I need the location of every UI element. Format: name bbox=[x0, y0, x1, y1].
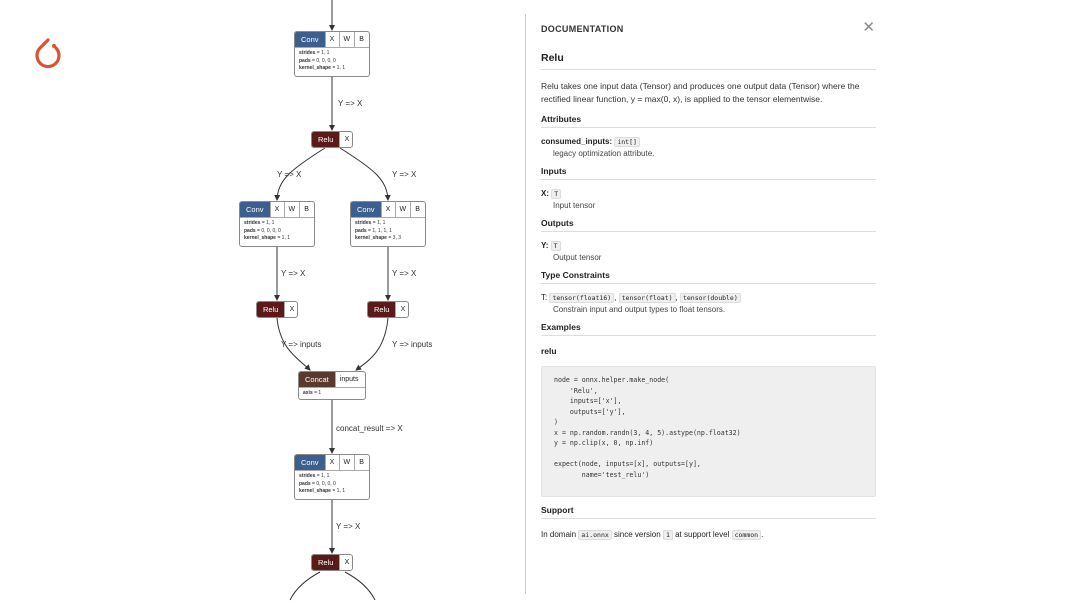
arg-label: W bbox=[338, 32, 355, 47]
attribute-description: legacy optimization attribute. bbox=[553, 149, 655, 158]
graph-edges bbox=[274, 0, 391, 601]
operator-name: Relu bbox=[541, 52, 876, 70]
type-constraint-entry: T: tensor(float16), tensor(float), tenso… bbox=[541, 293, 885, 314]
attribute-name: consumed_inputs bbox=[541, 137, 610, 146]
example-name: relu bbox=[541, 346, 557, 356]
level-tag: common bbox=[731, 530, 762, 540]
output-description: Output tensor bbox=[553, 253, 602, 262]
panel-title: DOCUMENTATION bbox=[541, 24, 624, 34]
type-tag: int[] bbox=[614, 137, 640, 147]
output-name: Y bbox=[541, 241, 546, 250]
node-attributes: strides = 1, 1 pads = 1, 1, 1, 1 kernel_… bbox=[351, 217, 425, 245]
relu-node[interactable]: Relu X bbox=[367, 301, 409, 318]
edge-label: Y => inputs bbox=[392, 340, 433, 349]
node-attributes: axis = 1 bbox=[299, 387, 365, 399]
op-label: Relu bbox=[257, 302, 285, 317]
conv-node[interactable]: Conv X W B strides = 1, 1 pads = 0, 0, 0… bbox=[239, 201, 315, 247]
relu-node[interactable]: Relu X bbox=[311, 131, 353, 148]
output-entry: Y: T Output tensor bbox=[541, 241, 885, 262]
section-heading-examples: Examples bbox=[541, 322, 876, 336]
op-label: Relu bbox=[312, 555, 340, 570]
conv-node[interactable]: Conv X W B strides = 1, 1 pads = 1, 1, 1… bbox=[350, 201, 426, 247]
type-tag: tensor(double) bbox=[679, 293, 741, 303]
type-tag: T bbox=[550, 241, 561, 251]
arg-label: X bbox=[269, 202, 284, 217]
arg-label: X bbox=[339, 555, 352, 570]
arg-label: X bbox=[324, 32, 339, 47]
arg-label: W bbox=[394, 202, 411, 217]
type-tag: T bbox=[551, 189, 562, 199]
edge-label: Y => X bbox=[281, 269, 306, 278]
op-label: Conv bbox=[351, 202, 381, 217]
edge-label: concat_result => X bbox=[336, 424, 403, 433]
input-description: Input tensor bbox=[553, 201, 596, 210]
edge-label: Y => inputs bbox=[281, 340, 322, 349]
arg-label: X bbox=[284, 302, 297, 317]
support-info: In domain ai.onnx since version 1 at sup… bbox=[541, 530, 764, 540]
operator-description: Relu takes one input data (Tensor) and p… bbox=[541, 81, 860, 104]
close-icon[interactable]: ✕ bbox=[862, 19, 875, 36]
arg-label: X bbox=[339, 132, 352, 147]
arg-label: X bbox=[380, 202, 395, 217]
example-code: node = onnx.helper.make_node( 'Relu', in… bbox=[541, 366, 876, 497]
op-label: Conv bbox=[295, 32, 325, 47]
conv-node[interactable]: Conv X W B strides = 1, 1 pads = 0, 0, 0… bbox=[294, 31, 370, 77]
constraint-description: Constrain input and output types to floa… bbox=[553, 305, 726, 314]
model-graph[interactable]: Y => X Y => X Y => X Y => X Y => X Y => … bbox=[180, 0, 520, 607]
edge-label: Y => X bbox=[392, 269, 417, 278]
edge-label: Y => X bbox=[336, 522, 361, 531]
domain-tag: ai.onnx bbox=[578, 530, 612, 540]
section-heading-attributes: Attributes bbox=[541, 114, 876, 128]
input-name: X bbox=[541, 189, 547, 198]
constraint-name: T bbox=[541, 293, 545, 302]
arg-label: B bbox=[299, 202, 313, 217]
arg-label: W bbox=[283, 202, 300, 217]
documentation-panel: DOCUMENTATION ✕ Relu Relu takes one inpu… bbox=[525, 14, 885, 594]
op-label: Relu bbox=[368, 302, 396, 317]
section-heading-outputs: Outputs bbox=[541, 218, 876, 232]
op-label: Concat bbox=[299, 372, 335, 387]
section-heading-support: Support bbox=[541, 505, 876, 519]
input-entry: X: T Input tensor bbox=[541, 189, 885, 210]
op-label: Conv bbox=[295, 455, 325, 470]
edge-label: Y => X bbox=[392, 170, 417, 179]
node-attributes: strides = 1, 1 pads = 0, 0, 0, 0 kernel_… bbox=[295, 47, 369, 75]
arg-label: inputs bbox=[334, 372, 363, 387]
conv-node[interactable]: Conv X W B strides = 1, 1 pads = 0, 0, 0… bbox=[294, 454, 370, 500]
node-attributes: strides = 1, 1 pads = 0, 0, 0, 0 kernel_… bbox=[295, 470, 369, 498]
relu-node[interactable]: Relu X bbox=[256, 301, 298, 318]
relu-node[interactable]: Relu X bbox=[311, 554, 353, 571]
op-label: Relu bbox=[312, 132, 340, 147]
type-tag: tensor(float16) bbox=[549, 293, 615, 303]
section-heading-inputs: Inputs bbox=[541, 166, 876, 180]
op-label: Conv bbox=[240, 202, 270, 217]
arg-label: B bbox=[354, 455, 368, 470]
arg-label: X bbox=[324, 455, 339, 470]
concat-node[interactable]: Concat inputs axis = 1 bbox=[298, 371, 366, 400]
arg-label: W bbox=[338, 455, 355, 470]
attribute-entry: consumed_inputs: int[] legacy optimizati… bbox=[541, 137, 885, 158]
type-tag: tensor(float) bbox=[618, 293, 676, 303]
version-tag: 1 bbox=[662, 530, 673, 540]
edge-label: Y => X bbox=[277, 170, 302, 179]
node-attributes: strides = 1, 1 pads = 0, 0, 0, 0 kernel_… bbox=[240, 217, 314, 245]
arg-label: B bbox=[354, 32, 368, 47]
arg-label: X bbox=[395, 302, 408, 317]
section-heading-type-constraints: Type Constraints bbox=[541, 270, 876, 284]
edge-label: Y => X bbox=[338, 99, 363, 108]
arg-label: B bbox=[410, 202, 424, 217]
pytorch-logo-icon bbox=[35, 38, 61, 69]
